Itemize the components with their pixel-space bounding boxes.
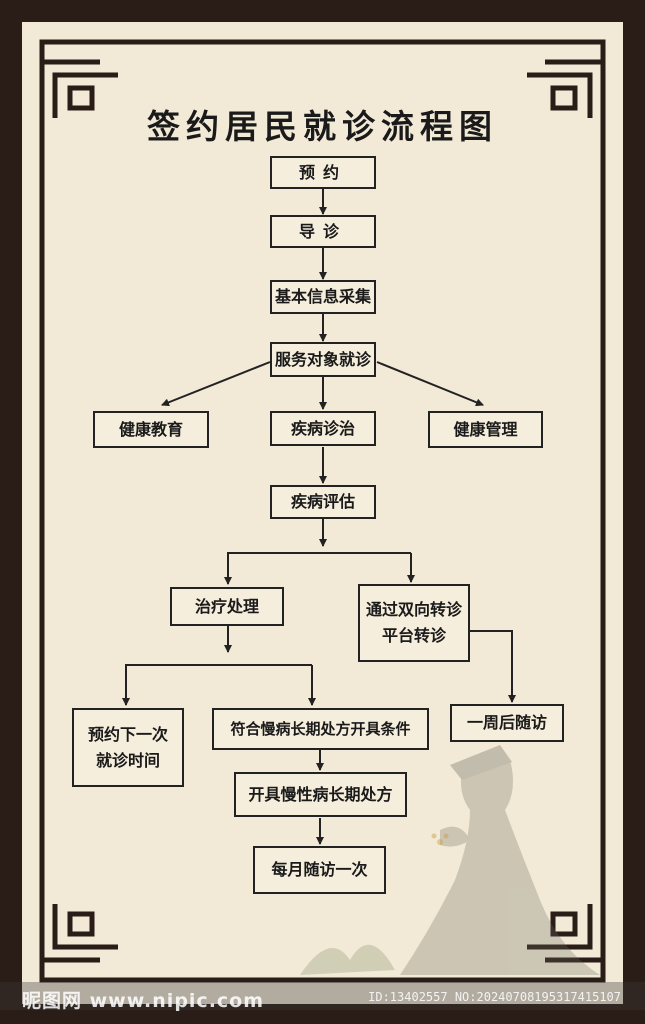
- node-diagnosis-treatment: 疾病诊治: [270, 411, 376, 446]
- watermark-id: ID:13402557 NO:20240708195317415107: [368, 990, 621, 1004]
- node-health-education: 健康教育: [93, 411, 209, 448]
- node-chronic-prescription: 开具慢性病长期处方: [234, 772, 407, 817]
- frame-inner-border: [39, 39, 606, 983]
- arrow-service-management: [376, 361, 484, 407]
- node-next-visit-booking: 预约下一次 就诊时间: [72, 708, 184, 787]
- corner-ornament-top-right: [527, 59, 606, 118]
- node-treatment-handling: 治疗处理: [170, 587, 284, 626]
- node-service-visit: 服务对象就诊: [270, 342, 376, 377]
- node-disease-assessment: 疾病评估: [270, 485, 376, 519]
- node-appointment: 预约: [270, 156, 376, 189]
- corner-ornament-top-left: [39, 59, 118, 118]
- node-followup-one-week: 一周后随访: [450, 704, 564, 742]
- arrow-branch-to-treatment: [224, 552, 411, 585]
- corner-ornament-bottom-right: [527, 904, 606, 963]
- node-info-collection: 基本信息采集: [270, 280, 376, 314]
- watermark-site: 昵图网 www.nipic.com: [22, 990, 265, 1012]
- page-title: 签约居民就诊流程图: [147, 107, 498, 146]
- node-chronic-conditions: 符合慢病长期处方开具条件: [212, 708, 429, 750]
- watermark-strip: [0, 982, 645, 1010]
- node-two-way-referral: 通过双向转诊 平台转诊: [358, 584, 470, 662]
- arrow-referral-followup: [470, 630, 516, 703]
- arrow-service-education: [161, 361, 271, 407]
- node-triage: 导诊: [270, 215, 376, 248]
- node-monthly-followup: 每月随访一次: [253, 846, 386, 894]
- node-health-management: 健康管理: [428, 411, 543, 448]
- corner-ornament-bottom-left: [39, 904, 118, 963]
- arrow-branch-to-booking: [122, 664, 312, 706]
